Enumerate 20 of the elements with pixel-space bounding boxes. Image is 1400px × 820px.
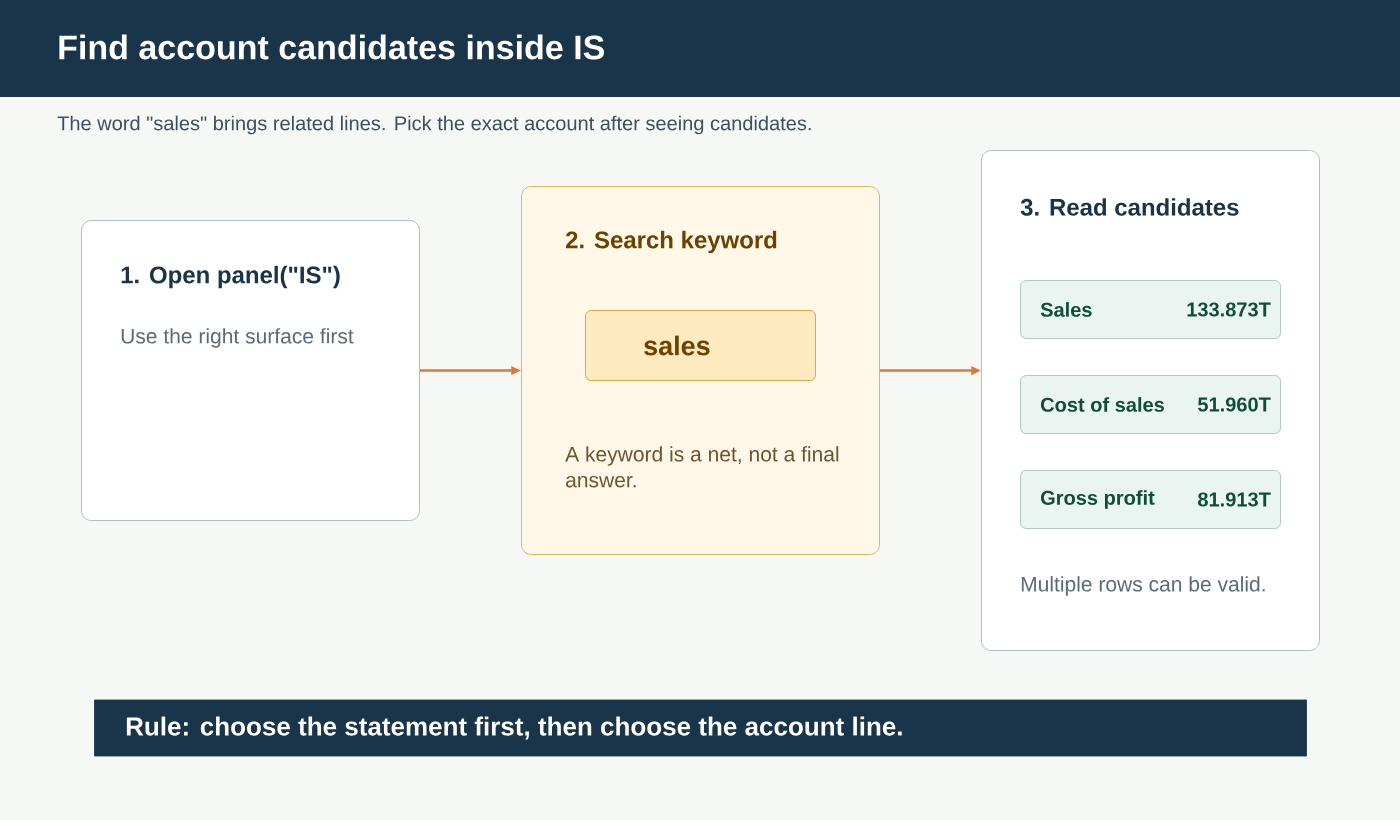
step-panel: [81, 220, 420, 521]
row-label: Gross profit: [1041, 490, 1155, 509]
panel-text: Multiple rows can be valid.: [1021, 576, 1265, 596]
row-value: 81.913T: [1198, 492, 1271, 507]
panel-heading: 3. Read candidates: [1020, 198, 1239, 216]
result-row: [1020, 280, 1281, 339]
subtitle: The word "sales" brings related lines. Pick the exact account after seeing candidates.: [57, 115, 811, 135]
panel-text: A keyword is a net, not a final answer.: [565, 446, 839, 488]
search-field: sales: [585, 310, 816, 381]
header-band: Find account candidates inside IS: [0, 0, 1400, 97]
row-label: Sales: [1040, 302, 1092, 317]
row-value: 133.873T: [1187, 302, 1271, 317]
panel-heading: 1. Open panel("IS"): [121, 265, 340, 289]
result-row: [1020, 375, 1281, 434]
panel-heading: 2. Search keyword: [565, 230, 777, 254]
rule-banner: Rule: choose the statement first, then choose the account line.: [94, 699, 1307, 757]
panel-text: Use the right surface first: [121, 328, 354, 348]
row-value: 51.960T: [1198, 397, 1271, 412]
row-label: Cost of sales: [1041, 397, 1164, 412]
result-row: [1020, 470, 1281, 529]
